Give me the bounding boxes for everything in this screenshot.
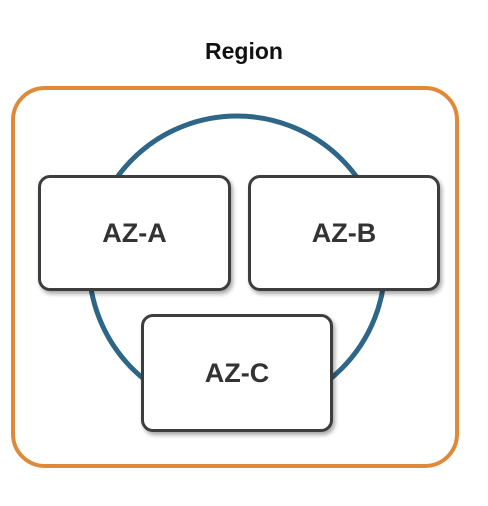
az-a-box: AZ-A bbox=[38, 175, 231, 291]
az-a-label: AZ-A bbox=[102, 217, 167, 248]
az-b-label: AZ-B bbox=[311, 217, 377, 248]
az-c-label: AZ-C bbox=[204, 357, 270, 388]
az-c-box: AZ-C bbox=[141, 314, 333, 432]
region-title: Region bbox=[205, 38, 283, 64]
region-boundary bbox=[11, 86, 459, 468]
az-b-box: AZ-B bbox=[248, 175, 440, 291]
